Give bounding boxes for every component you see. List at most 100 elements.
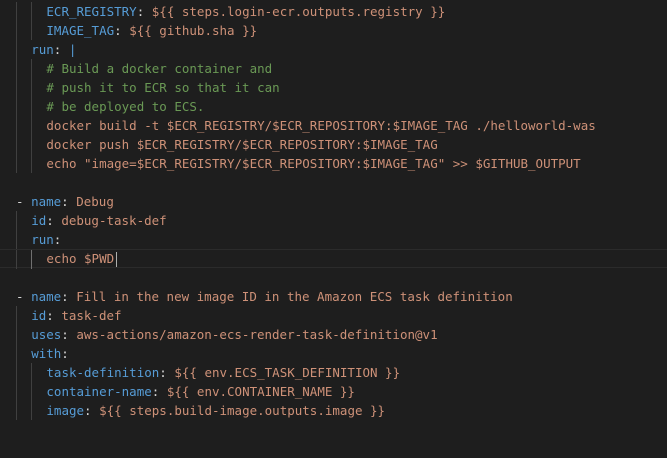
code-token: docker build -t $ECR_REGISTRY/$ECR_REPOS… <box>46 118 596 133</box>
code-line[interactable]: # Build a docker container and <box>0 59 667 78</box>
code-line[interactable]: ECR_REGISTRY: ${{ steps.login-ecr.output… <box>0 2 667 21</box>
code-token: : <box>46 308 62 323</box>
code-line[interactable] <box>0 173 667 192</box>
code-token: run <box>31 42 54 57</box>
code-text: docker push $ECR_REGISTRY/$ECR_REPOSITOR… <box>46 135 437 154</box>
code-token: : <box>61 346 69 361</box>
code-line[interactable]: container-name: ${{ env.CONTAINER_NAME }… <box>0 382 667 401</box>
indent-guide <box>31 116 33 135</box>
code-line[interactable]: - name: Fill in the new image ID in the … <box>0 287 667 306</box>
code-line[interactable]: # be deployed to ECS. <box>0 97 667 116</box>
code-line[interactable] <box>0 420 667 439</box>
code-line[interactable]: # push it to ECR so that it can <box>0 78 667 97</box>
indent-guide <box>16 401 17 420</box>
code-line[interactable]: uses: aws-actions/amazon-ecs-render-task… <box>0 325 667 344</box>
code-line[interactable]: id: task-def <box>0 306 667 325</box>
code-token: name <box>31 194 62 209</box>
code-text: id: task-def <box>31 306 121 325</box>
code-line[interactable]: task-definition: ${{ env.ECS_TASK_DEFINI… <box>0 363 667 382</box>
code-text: run: | <box>31 40 76 59</box>
code-text: uses: aws-actions/amazon-ecs-render-task… <box>31 325 437 344</box>
indent-guide <box>31 382 33 401</box>
indent-guide <box>16 21 17 40</box>
indent-guide <box>16 250 17 269</box>
code-token: id <box>31 308 47 323</box>
indent-guide <box>16 211 17 230</box>
code-text: - name: Fill in the new image ID in the … <box>16 287 513 306</box>
code-token: : <box>61 194 77 209</box>
code-token: ${{ steps.build-image.outputs.image }} <box>99 403 386 418</box>
indent-guide <box>16 135 17 154</box>
code-token: : <box>136 4 152 19</box>
indent-guide <box>16 40 17 59</box>
code-text: # push it to ECR so that it can <box>46 78 279 97</box>
indent-guide <box>16 230 17 249</box>
code-text: docker build -t $ECR_REGISTRY/$ECR_REPOS… <box>46 116 595 135</box>
indent-guide <box>31 363 33 382</box>
code-token: : <box>53 42 69 57</box>
indent-guide <box>31 59 33 78</box>
indent-guide <box>31 250 33 269</box>
code-line[interactable]: - name: Debug <box>0 192 667 211</box>
code-text: echo "image=$ECR_REGISTRY/$ECR_REPOSITOR… <box>46 154 580 173</box>
code-line[interactable]: id: debug-task-def <box>0 211 667 230</box>
indent-guide <box>16 325 17 344</box>
code-token: uses <box>31 327 62 342</box>
code-text: echo $PWD <box>46 250 114 267</box>
code-line[interactable]: run: <box>0 230 667 249</box>
code-token: ${{ github.sha }} <box>129 23 258 38</box>
indent-guide <box>16 363 17 382</box>
code-line[interactable]: image: ${{ steps.build-image.outputs.ima… <box>0 401 667 420</box>
indent-guide <box>16 2 17 21</box>
code-token: IMAGE_TAG <box>46 23 115 38</box>
code-token: name <box>31 289 62 304</box>
indent-guide <box>16 306 17 325</box>
code-token: with <box>31 346 62 361</box>
code-text: IMAGE_TAG: ${{ github.sha }} <box>46 21 257 40</box>
code-token: : <box>114 23 130 38</box>
code-token: Fill in the new image ID in the Amazon E… <box>76 289 513 304</box>
indent-guide <box>31 2 33 21</box>
code-token: ${{ steps.login-ecr.outputs.registry }} <box>151 4 446 19</box>
code-text: # Build a docker container and <box>46 59 272 78</box>
code-token: task-def <box>61 308 122 323</box>
indent-guide <box>16 382 17 401</box>
code-line[interactable]: docker build -t $ECR_REGISTRY/$ECR_REPOS… <box>0 116 667 135</box>
indent-guide <box>16 59 17 78</box>
code-token: ECR_REGISTRY <box>46 4 137 19</box>
code-token: - <box>16 289 32 304</box>
code-token: : <box>53 232 62 247</box>
code-token: : <box>61 289 77 304</box>
indent-guide <box>16 154 17 173</box>
code-token: echo "image=$ECR_REGISTRY/$ECR_REPOSITOR… <box>46 156 581 171</box>
code-token: docker push $ECR_REGISTRY/$ECR_REPOSITOR… <box>46 137 438 152</box>
code-token: - <box>16 194 32 209</box>
code-line[interactable] <box>0 268 667 287</box>
code-token: : <box>61 327 77 342</box>
code-token: ${{ env.ECS_TASK_DEFINITION }} <box>174 365 401 380</box>
indent-guide <box>16 97 17 116</box>
code-text: id: debug-task-def <box>31 211 166 230</box>
indent-guide <box>16 344 17 363</box>
code-line[interactable]: echo "image=$ECR_REGISTRY/$ECR_REPOSITOR… <box>0 154 667 173</box>
indent-guide <box>31 401 33 420</box>
code-token: run <box>31 232 54 247</box>
code-token: aws-actions/amazon-ecs-render-task-defin… <box>76 327 438 342</box>
code-text: with: <box>31 344 69 363</box>
code-text: task-definition: ${{ env.ECS_TASK_DEFINI… <box>46 363 400 382</box>
code-token: task-definition <box>46 365 160 380</box>
code-token: # push it to ECR so that it can <box>46 80 280 95</box>
code-token: id <box>31 213 47 228</box>
indent-guide <box>31 154 33 173</box>
indent-guide <box>16 116 17 135</box>
code-line[interactable]: echo $PWD <box>0 249 667 269</box>
code-line[interactable]: docker push $ECR_REGISTRY/$ECR_REPOSITOR… <box>0 135 667 154</box>
code-token: echo $PWD <box>46 251 115 266</box>
code-line[interactable]: with: <box>0 344 667 363</box>
code-token: : <box>46 213 62 228</box>
code-line[interactable]: run: | <box>0 40 667 59</box>
indent-guide <box>31 97 33 116</box>
code-line[interactable]: IMAGE_TAG: ${{ github.sha }} <box>0 21 667 40</box>
indent-guide <box>31 21 33 40</box>
